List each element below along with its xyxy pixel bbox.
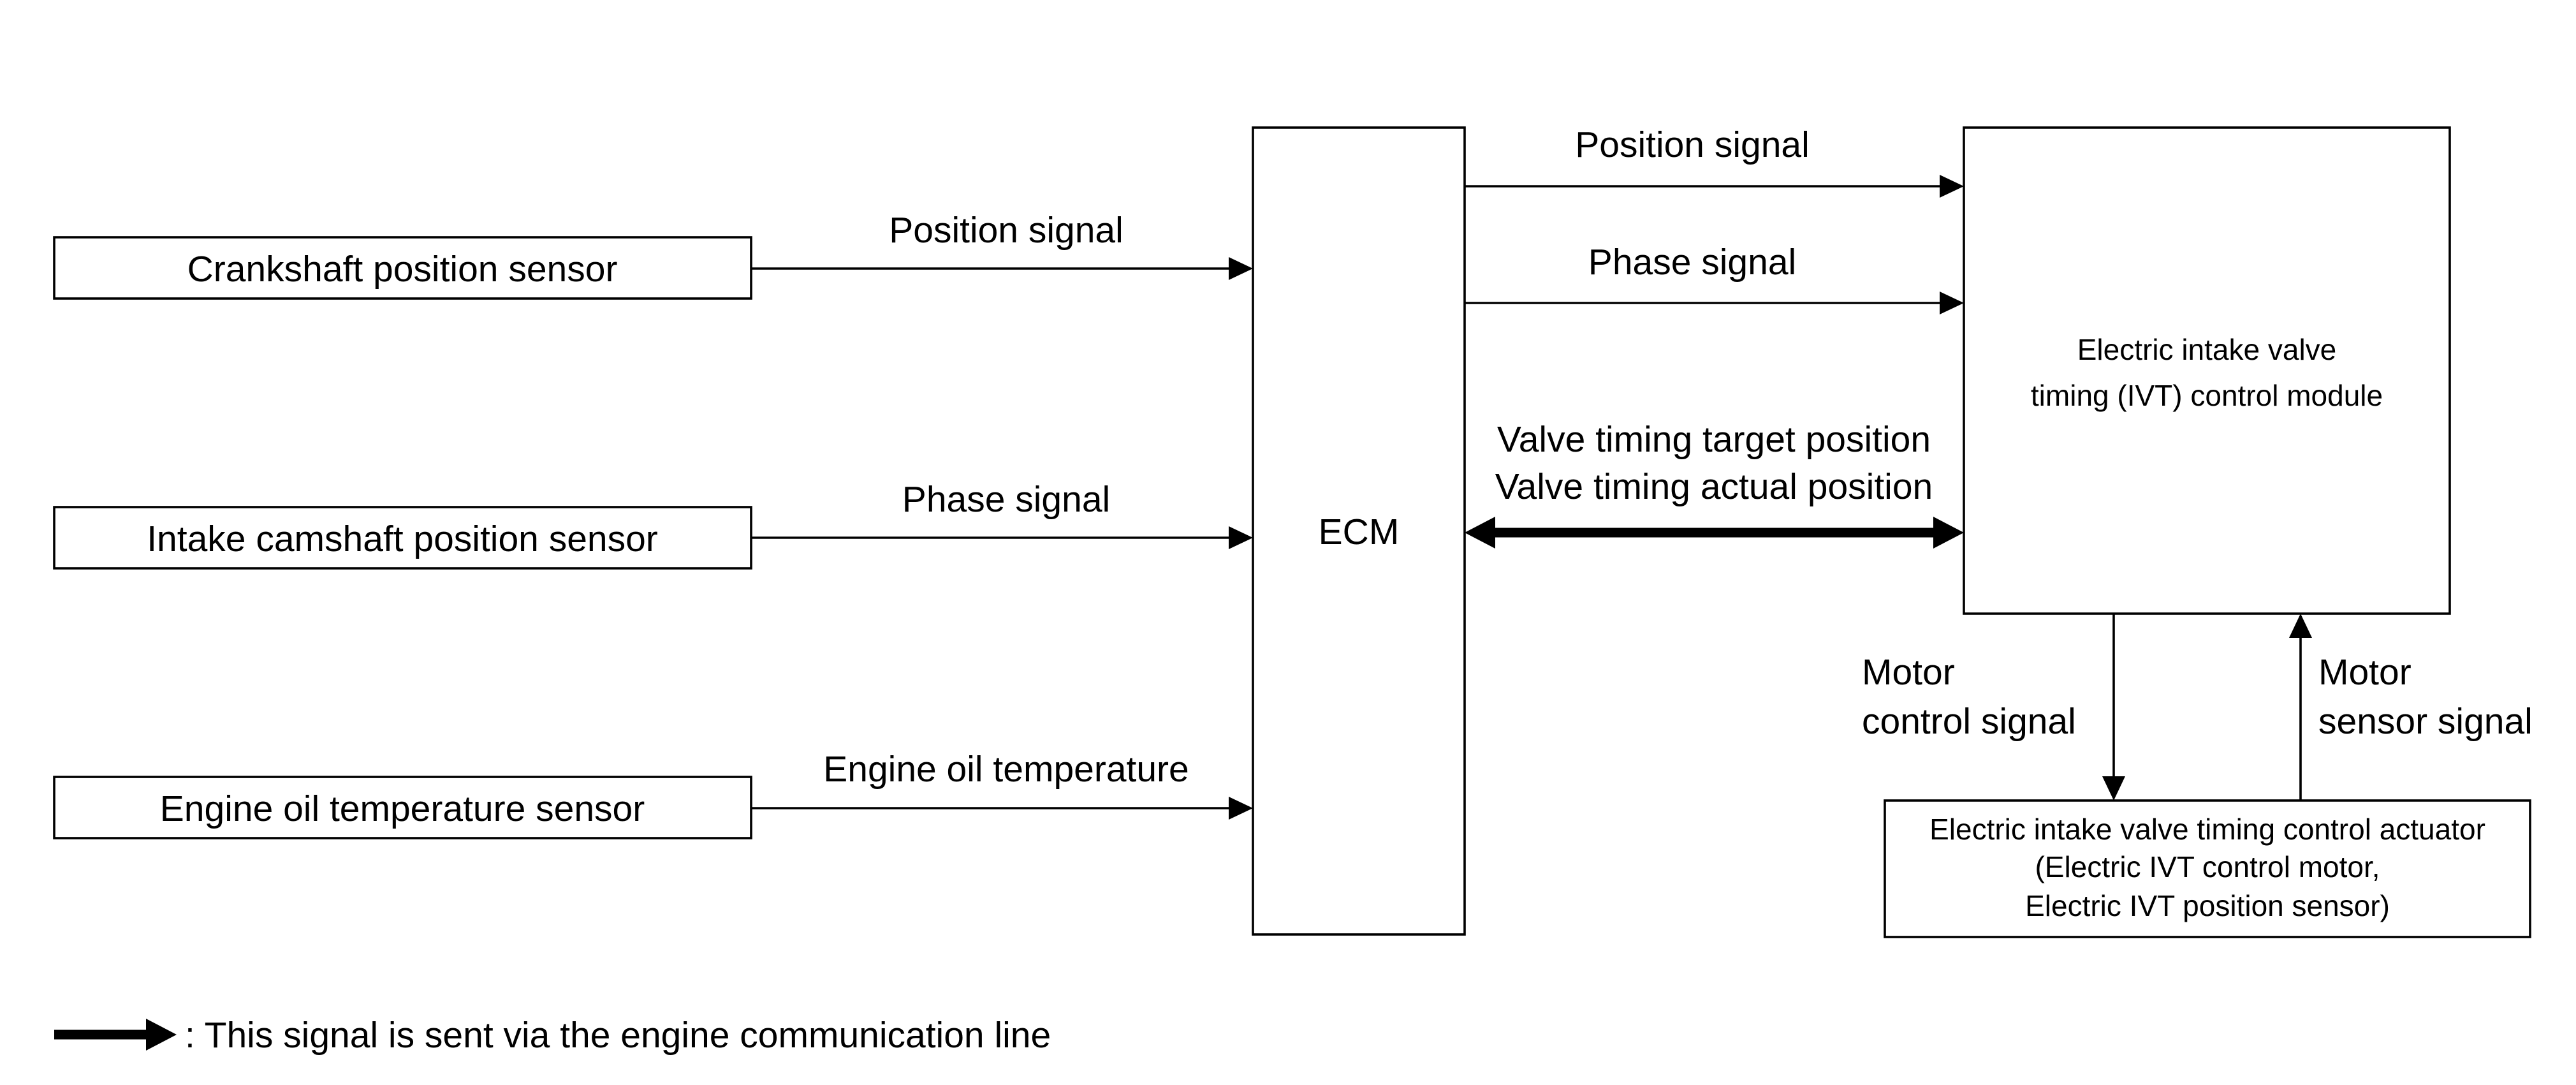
ecm-to-module-phase-label: Phase signal xyxy=(1588,242,1796,283)
motor-control-label-line2: control signal xyxy=(1862,701,2076,742)
ecm-to-module-position-label: Position signal xyxy=(1575,124,1810,165)
oil-to-ecm-label: Engine oil temperature xyxy=(823,749,1189,790)
legend-thick-arrowhead xyxy=(146,1019,177,1051)
motor-sensor-label-line1: Motor xyxy=(2318,652,2411,693)
motor-control-label-line1: Motor xyxy=(1862,652,1955,693)
ecm-to-module-phase-arrowhead xyxy=(1940,292,1964,314)
ecm-label: ECM xyxy=(1319,512,1400,552)
ivt-module-label-line2: timing (IVT) control module xyxy=(2031,379,2383,412)
crankshaft-sensor-box xyxy=(53,236,752,300)
oil-temp-sensor-box xyxy=(53,776,752,839)
motor-sensor-arrowhead xyxy=(2289,614,2312,638)
legend-text: : This signal is sent via the engine com… xyxy=(185,1015,1051,1056)
actuator-label-line3: Electric IVT position sensor) xyxy=(2025,889,2390,922)
comm-line-left-arrowhead xyxy=(1465,517,1495,549)
oil-to-ecm-arrowhead xyxy=(1229,797,1253,820)
cam-to-ecm-label: Phase signal xyxy=(902,479,1110,520)
ivt-module-label-line1: Electric intake valve xyxy=(2077,333,2337,366)
camshaft-sensor-label: Intake camshaft position sensor xyxy=(147,519,658,559)
motor-sensor-label-line2: sensor signal xyxy=(2318,701,2533,742)
ecm-to-module-position-arrowhead xyxy=(1940,175,1964,198)
actuator-box xyxy=(1884,799,2531,938)
crankshaft-sensor-label: Crankshaft position sensor xyxy=(187,249,618,290)
legend: : This signal is sent via the engine com… xyxy=(54,1015,1051,1056)
crank-to-ecm-arrowhead xyxy=(1229,257,1253,280)
actuator-label-line2: (Electric IVT control motor, xyxy=(2035,850,2380,883)
oil-temp-sensor-label: Engine oil temperature sensor xyxy=(160,788,645,829)
comm-line-right-arrowhead xyxy=(1933,517,1964,549)
ivt-module-box xyxy=(1963,126,2451,615)
camshaft-sensor-box xyxy=(53,506,752,570)
crank-to-ecm-label: Position signal xyxy=(889,210,1123,251)
ecm-box xyxy=(1252,126,1466,936)
actuator-label-line1: Electric intake valve timing control act… xyxy=(1929,813,2485,846)
comm-line-label-line1: Valve timing target position xyxy=(1497,419,1931,460)
comm-line-label-line2: Valve timing actual position xyxy=(1495,466,1933,507)
motor-control-arrowhead xyxy=(2102,776,2125,801)
cam-to-ecm-arrowhead xyxy=(1229,526,1253,549)
